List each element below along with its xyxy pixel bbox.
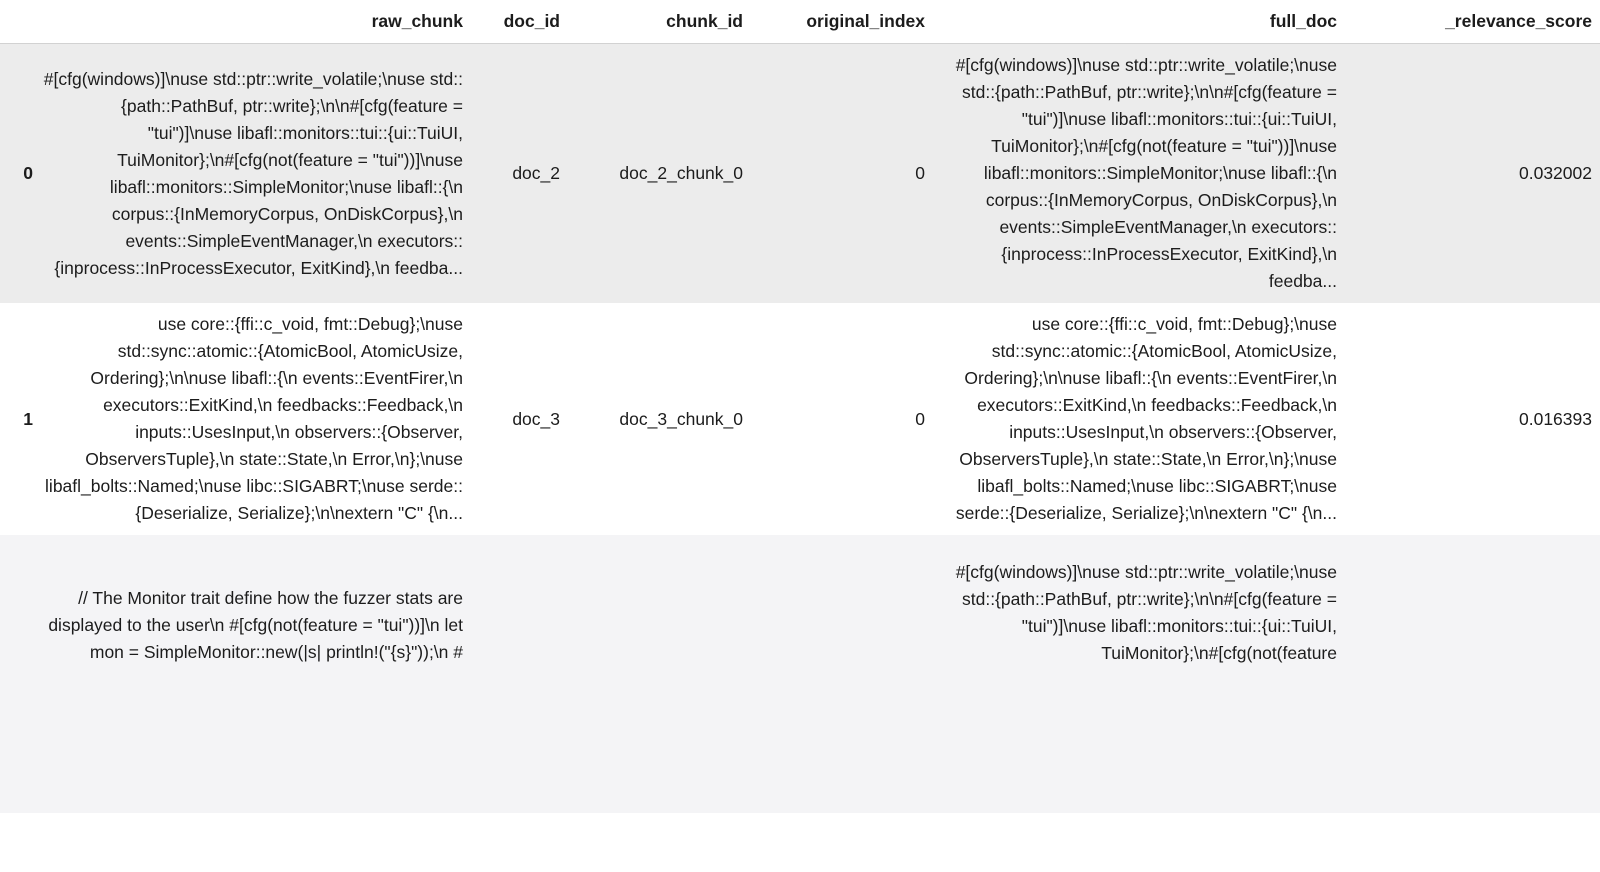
header-row: raw_chunk doc_id chunk_id original_index… — [0, 0, 1600, 44]
index-column-header — [0, 0, 35, 44]
cell-full-doc: #[cfg(windows)]\nuse std::ptr::write_vol… — [955, 55, 1337, 291]
cell-relevance-score — [1345, 535, 1600, 813]
column-header-raw-chunk: raw_chunk — [35, 0, 471, 44]
cell-relevance-score: 0.032002 — [1519, 163, 1592, 183]
table-row: // The Monitor trait define how the fuzz… — [0, 535, 1600, 813]
cell-chunk-id: doc_3_chunk_0 — [619, 408, 743, 429]
column-header-chunk-id: chunk_id — [568, 0, 751, 44]
row-index-cell: 0 — [23, 163, 33, 183]
cell-doc-id — [471, 535, 568, 813]
cell-chunk-id: doc_2_chunk_0 — [619, 163, 743, 183]
dataframe-table: raw_chunk doc_id chunk_id original_index… — [0, 0, 1600, 813]
cell-full-doc: #[cfg(windows)]\nuse std::ptr::write_vol… — [955, 562, 1337, 663]
row-index-cell — [0, 535, 35, 813]
cell-raw-chunk: // The Monitor trait define how the fuzz… — [48, 588, 463, 662]
cell-doc-id: doc_3 — [512, 408, 560, 429]
cell-original-index: 0 — [915, 408, 925, 429]
cell-chunk-id — [568, 535, 751, 813]
cell-doc-id: doc_2 — [512, 163, 560, 183]
column-header-relevance-score: _relevance_score — [1345, 0, 1600, 44]
row-index-cell: 1 — [23, 408, 33, 429]
table-body: 0 #[cfg(windows)]\nuse std::ptr::write_v… — [0, 43, 1600, 813]
cell-full-doc: use core::{ffi::c_void, fmt::Debug};\nus… — [955, 314, 1337, 523]
table-row: 0 #[cfg(windows)]\nuse std::ptr::write_v… — [0, 43, 1600, 303]
cell-original-index: 0 — [915, 163, 925, 183]
column-header-original-index: original_index — [751, 0, 933, 44]
column-header-doc-id: doc_id — [471, 0, 568, 44]
table-header: raw_chunk doc_id chunk_id original_index… — [0, 0, 1600, 44]
cell-raw-chunk: use core::{ffi::c_void, fmt::Debug};\nus… — [45, 314, 463, 523]
cell-relevance-score: 0.016393 — [1519, 408, 1592, 429]
cell-raw-chunk: #[cfg(windows)]\nuse std::ptr::write_vol… — [43, 68, 463, 278]
column-header-full-doc: full_doc — [933, 0, 1345, 44]
table-row: 1 use core::{ffi::c_void, fmt::Debug};\n… — [0, 303, 1600, 535]
cell-original-index — [751, 535, 933, 813]
